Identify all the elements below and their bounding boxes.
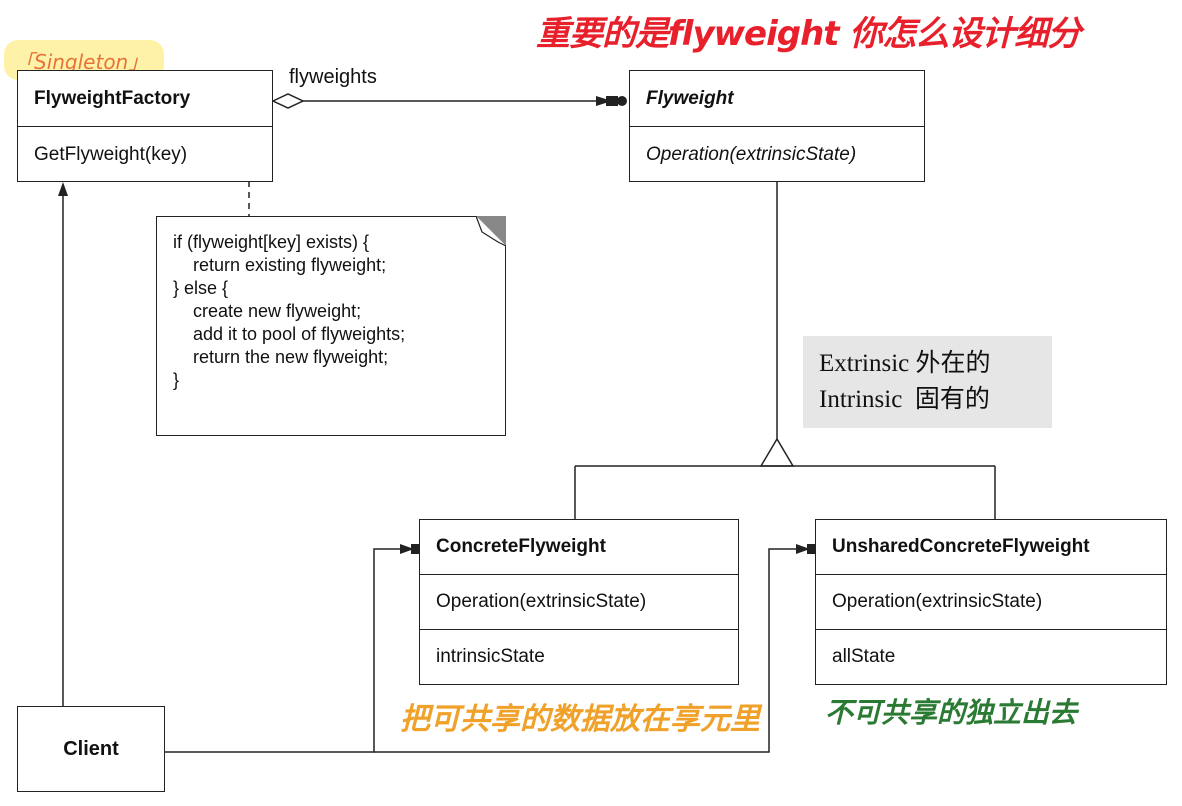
top-handwritten-note: 重要的是flyweight 你怎么设计细分 — [536, 14, 1081, 54]
class-operation: Operation(extrinsicState) — [436, 591, 647, 612]
aggregation-diamond — [271, 93, 305, 109]
note-line: return the new flyweight; — [173, 347, 389, 367]
aggregation-dot — [617, 96, 627, 106]
aggregation-arrowhead — [596, 96, 612, 106]
class-operations-section: Operation(extrinsicState) — [630, 126, 924, 182]
terminology-legend: Extrinsic 外在的 Intrinsic 固有的 — [803, 336, 1052, 428]
flyweight-factory-class: FlyweightFactory GetFlyweight(key) — [17, 70, 273, 182]
class-name: ConcreteFlyweight — [436, 536, 606, 557]
note-line: add it to pool of flyweights; — [173, 324, 406, 344]
note-line: return existing flyweight; — [173, 255, 387, 275]
concrete-handwritten-note: 把可共享的数据放在享元里 — [400, 702, 760, 737]
class-name-section: FlyweightFactory — [18, 71, 272, 126]
class-operation: Operation(extrinsicState) — [832, 591, 1043, 612]
class-operations-section: Operation(extrinsicState) — [420, 574, 738, 629]
class-name: UnsharedConcreteFlyweight — [832, 536, 1090, 557]
client-factory-arrowhead — [58, 182, 68, 196]
class-attributes-section: allState — [816, 629, 1166, 684]
client-unshared-end — [807, 544, 815, 554]
inheritance-triangle — [759, 437, 795, 467]
class-attribute: intrinsicState — [436, 646, 545, 667]
class-name-section: UnsharedConcreteFlyweight — [816, 520, 1166, 574]
note-fold-icon — [476, 216, 506, 246]
client-unshared-line — [374, 548, 796, 753]
note-line: } — [173, 370, 180, 390]
class-name: Flyweight — [646, 87, 734, 109]
flyweight-class: Flyweight Operation(extrinsicState) — [629, 70, 925, 182]
class-name: Client — [63, 737, 119, 760]
unshared-handwritten-note: 不可共享的独立出去 — [825, 696, 1078, 729]
class-operations-section: GetFlyweight(key) — [18, 126, 272, 182]
legend-intrinsic: Intrinsic 固有的 — [819, 386, 990, 413]
client-concrete-line — [165, 548, 400, 753]
client-unshared-arrowhead — [796, 544, 810, 554]
legend-extrinsic: Extrinsic 外在的 — [819, 350, 991, 377]
aggregation-end — [606, 96, 618, 106]
association-label: flyweights — [289, 66, 377, 88]
note-line: if (flyweight[key] exists) { — [173, 232, 370, 252]
class-operation: Operation(extrinsicState) — [646, 143, 857, 165]
unshared-concrete-flyweight-class: UnsharedConcreteFlyweight Operation(extr… — [815, 519, 1167, 685]
class-name: FlyweightFactory — [34, 87, 191, 109]
class-operation: GetFlyweight(key) — [34, 143, 188, 165]
pseudocode-note: if (flyweight[key] exists) { return exis… — [156, 216, 506, 436]
client-concrete-end — [411, 544, 419, 554]
class-attributes-section: intrinsicState — [420, 629, 738, 684]
class-operations-section: Operation(extrinsicState) — [816, 574, 1166, 629]
note-line: } else { — [173, 278, 229, 298]
client-concrete-arrowhead — [400, 544, 414, 554]
class-name-section: Flyweight — [630, 71, 924, 126]
class-name-section: ConcreteFlyweight — [420, 520, 738, 574]
note-line: create new flyweight; — [173, 301, 362, 321]
class-attribute: allState — [832, 646, 896, 667]
client-class: Client — [17, 706, 165, 792]
concrete-flyweight-class: ConcreteFlyweight Operation(extrinsicSta… — [419, 519, 739, 685]
